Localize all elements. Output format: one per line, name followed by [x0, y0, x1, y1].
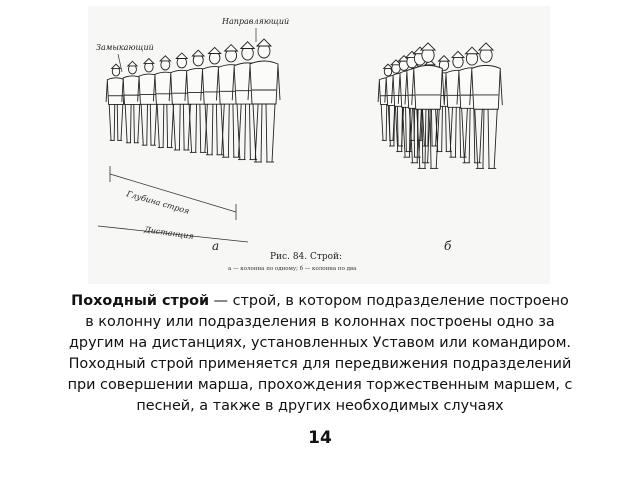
single-file-column [105, 38, 281, 163]
figure-caption-title: Рис. 84. Строй: [270, 252, 342, 262]
paragraph-line-4: Походный строй применяется для передвиже… [68, 356, 572, 372]
soldier-figure [121, 60, 144, 144]
formation-illustration: Замыкающий Направляющий Глубина строя Ди… [88, 6, 550, 284]
soldier-figure [469, 42, 503, 169]
dimension-lines [97, 166, 249, 243]
paragraph: Походный строй — строй, в котором подраз… [4, 291, 636, 417]
page-number: 14 [308, 428, 332, 448]
paragraph-line-6: песней, а также в других необходимых слу… [136, 398, 504, 414]
paragraph-line-3: другим на дистанциях, установленных Уста… [68, 335, 571, 351]
paragraph-line-5: при совершении марша, прохождения торжес… [67, 377, 573, 393]
soldier-figure [247, 38, 281, 163]
label-depth: Глубина строя [124, 189, 190, 216]
label-guide: Направляющий [221, 17, 289, 26]
soldier-figure [105, 63, 127, 141]
term: Походный строй [71, 293, 210, 309]
paragraph-line-2: в колонну или подразделения в колоннах п… [85, 314, 555, 330]
label-closing: Замыкающий [96, 43, 154, 52]
figure-caption-sub: а — колонна по одному; б — колонна по дв… [228, 265, 357, 272]
formation-drawing: Замыкающий Направляющий Глубина строя Ди… [96, 17, 503, 272]
soldier-figure [411, 42, 445, 169]
paragraph-line-1: Походный строй — строй, в котором подраз… [71, 293, 569, 309]
letter-a: а [212, 239, 219, 253]
label-distance: Дистанция [143, 225, 195, 241]
double-file-column [377, 42, 503, 169]
letter-b: б [444, 239, 452, 253]
